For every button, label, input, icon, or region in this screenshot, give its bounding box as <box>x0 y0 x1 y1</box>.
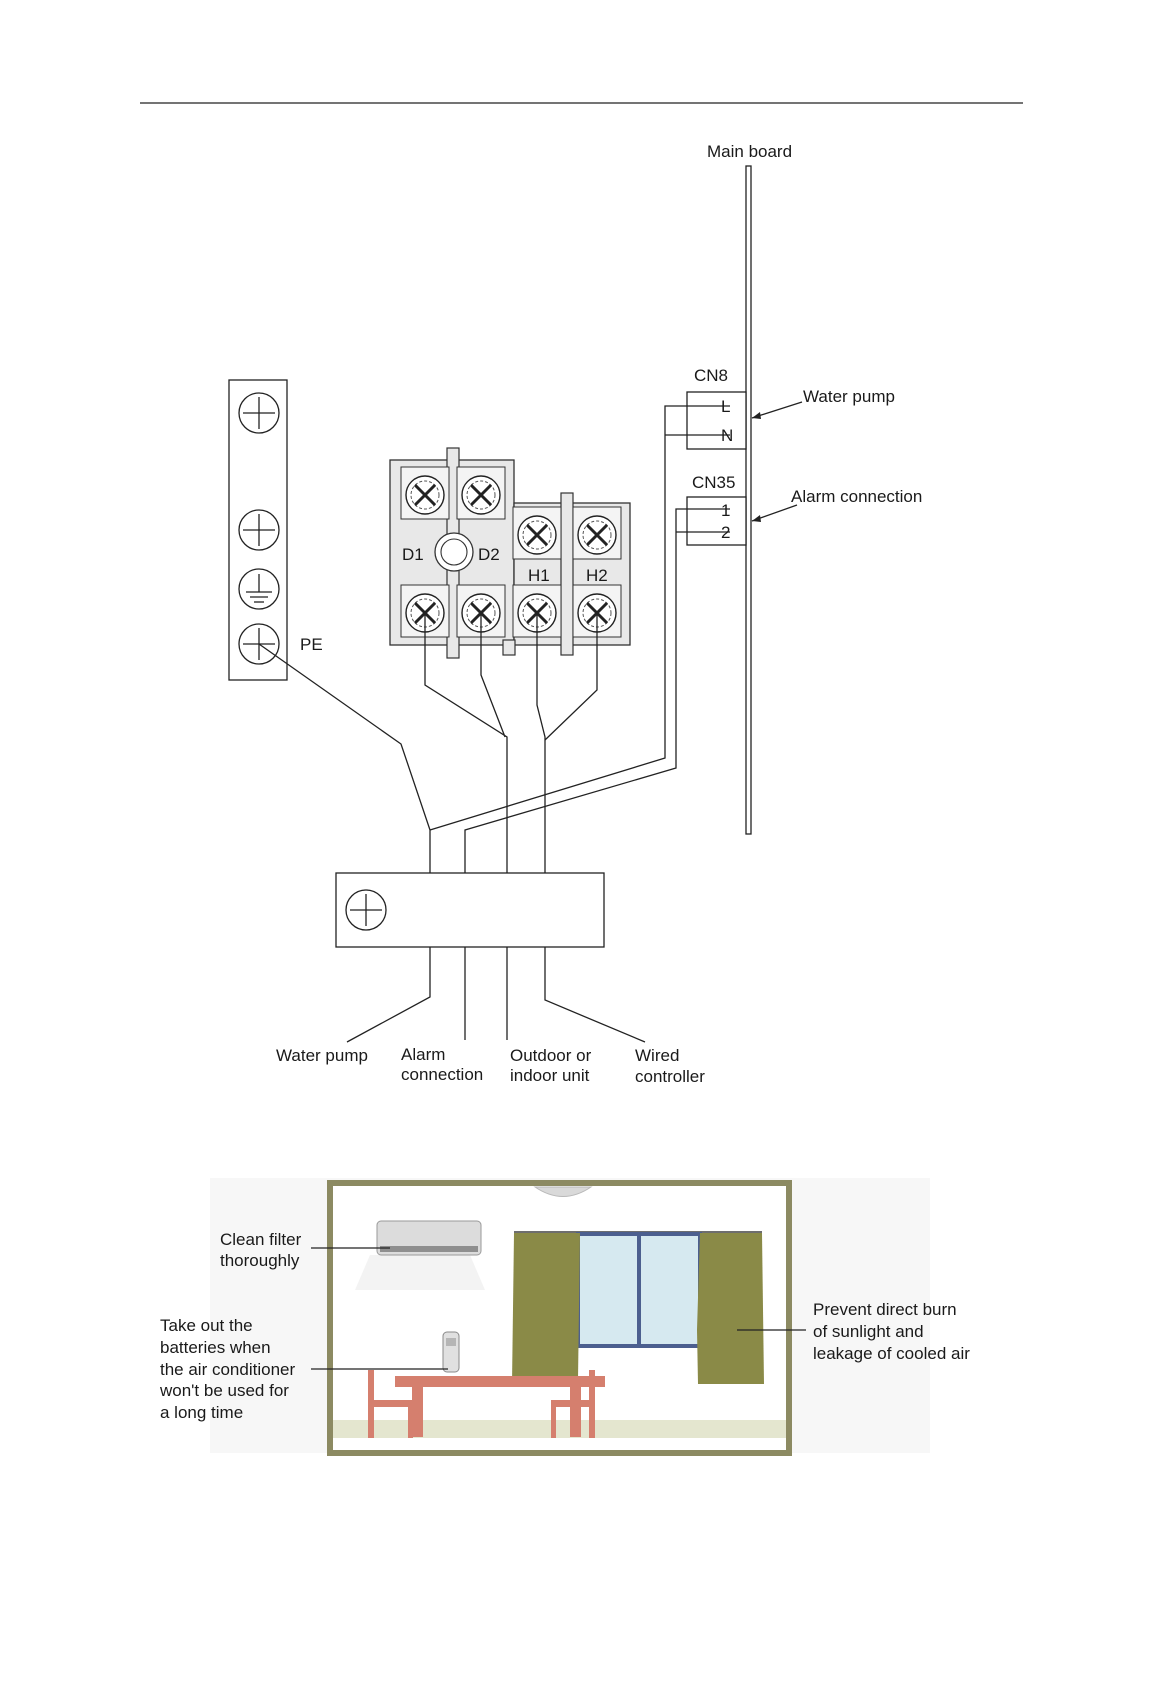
pe-label: PE <box>300 635 323 654</box>
outdoor-indoor-label-line2: indoor unit <box>510 1066 590 1085</box>
room-floor <box>333 1420 786 1438</box>
cn35-connector <box>687 497 746 545</box>
screw-d1-top-icon <box>401 467 449 519</box>
sunlight-label-line2: of sunlight and <box>813 1322 924 1341</box>
batteries-label-line4: won't be used for <box>159 1381 289 1400</box>
batteries-label-line5: a long time <box>160 1403 243 1422</box>
terminal-d2-label: D2 <box>478 545 500 564</box>
alarm-connection-label-line1: Alarm <box>401 1045 445 1064</box>
terminal-h2-label: H2 <box>586 566 608 585</box>
batteries-label-line2: batteries when <box>160 1338 271 1357</box>
cn35-pin-2: 2 <box>721 523 730 542</box>
main-board <box>746 166 751 834</box>
water-pump-label: Water pump <box>276 1046 368 1065</box>
cn8-connector <box>687 392 746 449</box>
screw-h1-top-icon <box>513 507 561 559</box>
ground-screw-1 <box>239 393 279 433</box>
water-pump-connector-label: Water pump <box>803 387 895 406</box>
clean-filter-label-line2: thoroughly <box>220 1251 300 1270</box>
clean-filter-label-line1: Clean filter <box>220 1230 302 1249</box>
right-curtain <box>697 1233 764 1384</box>
wired-controller-label-line2: controller <box>635 1067 705 1086</box>
cn35-label: CN35 <box>692 473 735 492</box>
alarm-connection-label-line2: connection <box>401 1065 483 1084</box>
window <box>578 1234 700 1346</box>
alarm-connection-connector-label: Alarm connection <box>791 487 922 506</box>
cn8-pin-n: N <box>721 426 733 445</box>
terminal-h1-label: H1 <box>528 566 550 585</box>
remote-control-icon <box>443 1332 459 1372</box>
batteries-label-line3: the air conditioner <box>160 1360 295 1379</box>
main-board-label: Main board <box>707 142 792 161</box>
ground-screw-2 <box>239 510 279 550</box>
left-curtain <box>512 1233 580 1384</box>
cn8-pin-l: L <box>721 397 730 416</box>
outdoor-indoor-label-line1: Outdoor or <box>510 1046 592 1065</box>
earth-symbol-icon <box>239 569 279 609</box>
screw-d2-top-icon <box>457 467 505 519</box>
batteries-label-line1: Take out the <box>160 1316 253 1335</box>
cn35-pin-1: 1 <box>721 501 730 520</box>
sunlight-label-line1: Prevent direct burn <box>813 1300 957 1319</box>
terminal-block <box>390 448 630 658</box>
sunlight-label-line3: leakage of cooled air <box>813 1344 970 1363</box>
wired-controller-label-line1: Wired <box>635 1046 679 1065</box>
terminal-d1-label: D1 <box>402 545 424 564</box>
screw-h2-top-icon <box>573 507 621 559</box>
cn8-label: CN8 <box>694 366 728 385</box>
junction-screw <box>346 890 386 930</box>
